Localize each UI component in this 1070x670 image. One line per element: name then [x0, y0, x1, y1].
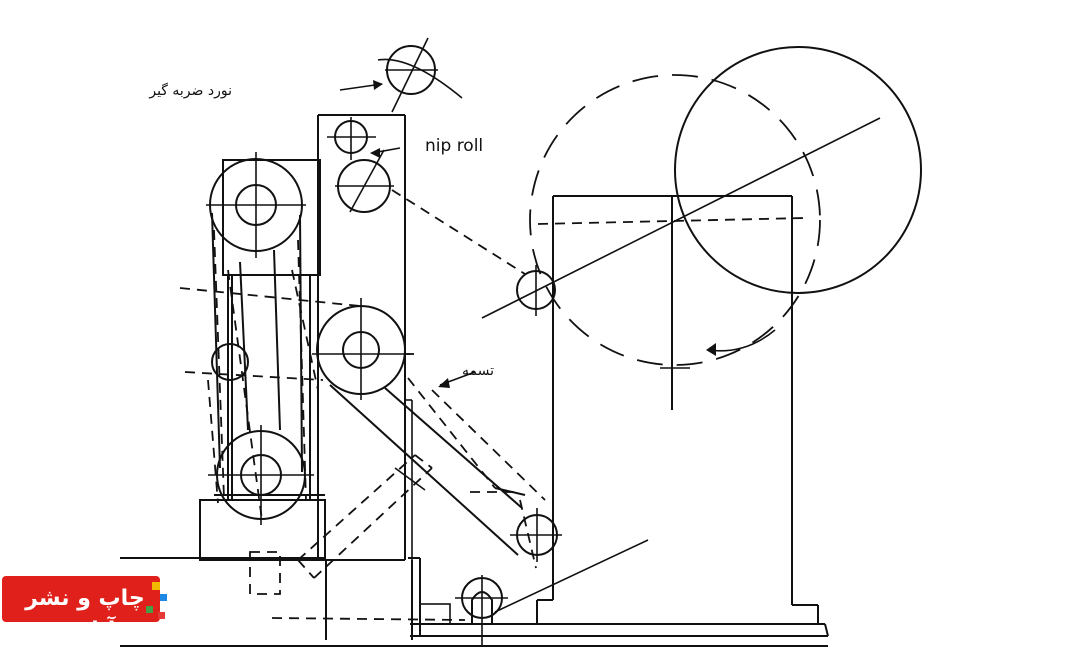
logo-badge — [2, 576, 160, 622]
web-path — [179, 189, 537, 621]
belt-label: تسمه — [462, 363, 494, 379]
machine-base — [120, 557, 829, 647]
inclined-belt — [329, 371, 546, 556]
bottom-roll — [419, 539, 649, 646]
tension-cylinder — [249, 454, 433, 595]
impact-roll-pointer-icon — [373, 80, 383, 90]
unwind-reel — [481, 46, 922, 369]
publisher-logo: چاپ و نشر آنلاین — [2, 576, 167, 643]
impact-roll — [339, 37, 463, 113]
logo-square-blue — [160, 594, 167, 601]
nip-roll-label: nip roll — [425, 136, 483, 156]
unwinder-frame — [536, 195, 819, 625]
center-pulley — [312, 298, 410, 400]
idler-pulley — [184, 343, 324, 381]
logo-square-green — [146, 606, 153, 613]
top-left-pulley — [206, 152, 306, 258]
impact-roll-label: نورد ضربه گیر — [148, 82, 232, 99]
left-housing — [199, 159, 326, 561]
logo-square-yellow — [152, 582, 160, 590]
rotation-arrow-icon — [706, 343, 716, 356]
nip-rolls — [327, 117, 401, 213]
logo-square-red — [158, 612, 165, 619]
nip-roll-pointer-icon — [370, 148, 380, 158]
dancer-roll — [510, 508, 562, 562]
belt-pointer-icon — [438, 378, 450, 388]
entry-roll — [516, 265, 556, 316]
belt-drive — [211, 212, 319, 521]
logo-text: چاپ و نشر آنلاین — [25, 586, 145, 643]
